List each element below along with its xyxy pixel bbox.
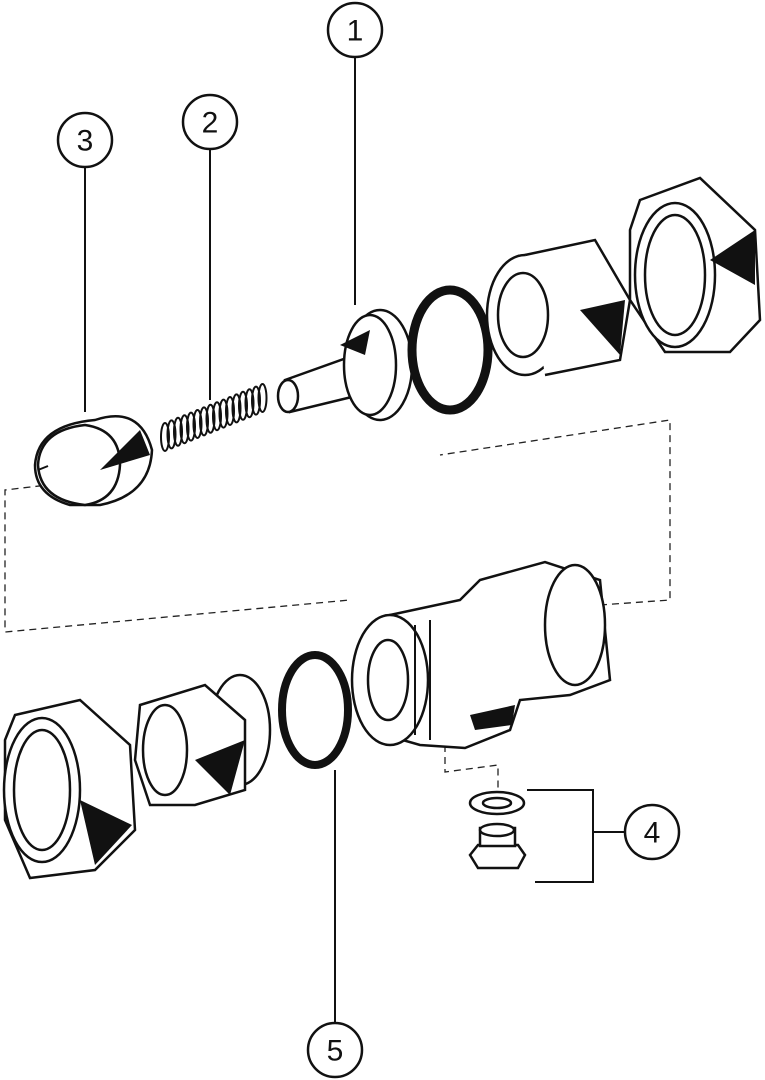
callout-label: 1 <box>347 15 364 48</box>
spring-coil <box>192 409 203 439</box>
spring-coil <box>199 406 209 437</box>
callout-5: 5 <box>306 1021 364 1079</box>
spring-coil <box>225 396 235 426</box>
spring-coil <box>218 398 229 429</box>
spring-coil <box>231 393 242 424</box>
spring-coil <box>212 401 222 432</box>
callout-1: 1 <box>326 1 384 59</box>
callout-label: 2 <box>202 107 219 140</box>
top-sealing-ring <box>407 285 493 415</box>
top-compression-insert <box>485 238 632 377</box>
drain-guide-dashed-line <box>444 745 499 790</box>
spring-coil <box>205 403 216 434</box>
callout-4: 4 <box>623 803 681 861</box>
bottom-union-nut <box>2 698 137 880</box>
callout-label: 5 <box>327 1035 344 1068</box>
spring-coil <box>160 422 170 452</box>
cap-part <box>33 415 154 507</box>
spring-coil <box>173 416 183 447</box>
valve-stem-part <box>276 308 414 422</box>
callout-2: 2 <box>181 93 239 151</box>
spring-coil <box>166 419 177 450</box>
leader-bracket-4 <box>527 789 625 883</box>
bottom-compression-insert <box>133 673 272 807</box>
callout-label: 4 <box>644 817 661 850</box>
callout-3: 3 <box>56 111 114 169</box>
valve-body-part <box>350 560 612 750</box>
spring-coil <box>238 390 248 421</box>
spring-coil <box>186 411 196 442</box>
spring-part <box>160 383 268 452</box>
top-union-nut <box>628 176 762 354</box>
spring-coil <box>179 414 190 445</box>
drain-plug <box>468 822 527 870</box>
spring-coil <box>257 383 268 413</box>
bottom-sealing-ring <box>278 651 352 769</box>
drain-washer <box>468 790 526 816</box>
callout-label: 3 <box>77 125 94 158</box>
spring-coil <box>251 385 261 416</box>
spring-coil <box>244 388 255 419</box>
